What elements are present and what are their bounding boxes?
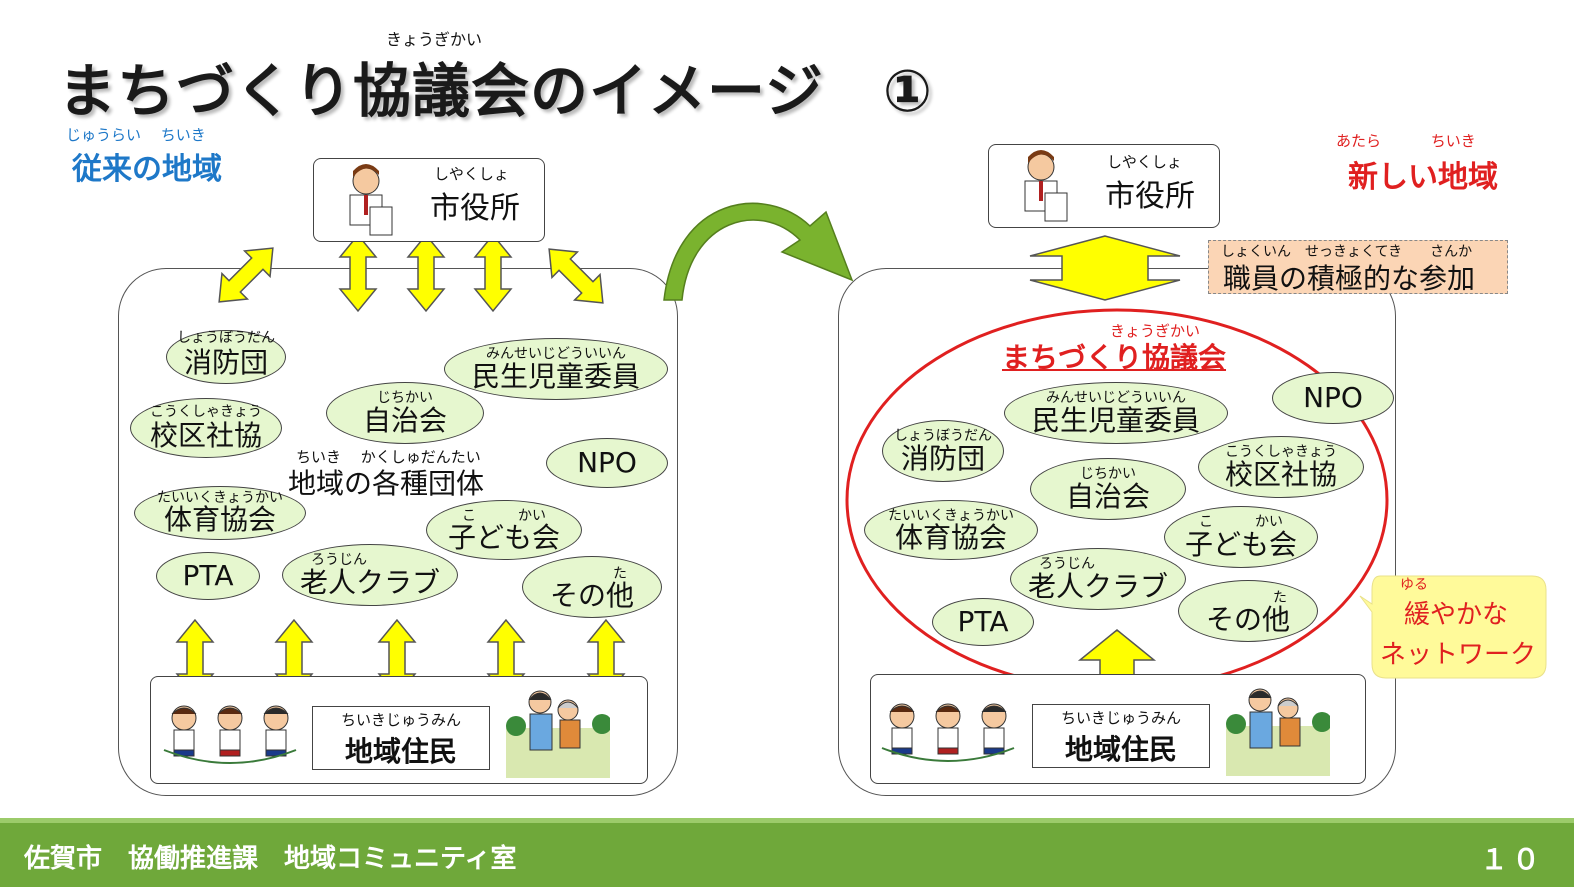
- left-label-ruby: じゅうらい ちいき: [66, 126, 206, 144]
- org-label: 消防団: [900, 442, 985, 475]
- org-ruby: たいいくきょうかい: [888, 508, 1014, 524]
- org-jichikai: じちかい 自治会: [326, 382, 484, 444]
- org-ruby: じちかい: [377, 390, 433, 406]
- org-ruby: しょうぼうだん: [177, 330, 275, 346]
- left-label: 従来の地域: [72, 152, 222, 187]
- residents-label: 地域住民: [1064, 733, 1177, 766]
- org-sonota: た その他: [1178, 580, 1318, 642]
- residents-ruby: ちいきじゅうみん: [340, 711, 461, 729]
- org-label: 子ども会: [1184, 528, 1297, 561]
- children-icon: [163, 705, 297, 764]
- network-label-2: ネットワーク: [1380, 640, 1537, 670]
- org-label: PTA: [957, 605, 1009, 638]
- org-ruby: じちかい: [1080, 466, 1136, 482]
- org-taiiku: たいいくきょうかい 体育協会: [134, 486, 306, 540]
- org-label: 子ども会: [447, 521, 560, 554]
- org-npo: NPO: [1272, 372, 1394, 424]
- org-shobodan: しょうぼうだん 消防団: [882, 420, 1004, 482]
- footer-org: 佐賀市 協働推進課 地域コミュニティ室: [24, 844, 517, 874]
- org-ruby: ろうじん: [1039, 556, 1095, 572]
- org-kouku: こうくしゃきょう 校区社協: [130, 398, 282, 458]
- elderly-caregiver-icon: [506, 690, 610, 778]
- org-label: 老人クラブ: [299, 566, 440, 599]
- org-ruby: たいいくきょうかい: [157, 490, 283, 506]
- residents-ruby: ちいきじゅうみん: [1060, 709, 1181, 727]
- double-arrow-icon: [407, 234, 445, 312]
- org-label: 自治会: [362, 404, 447, 437]
- center-label: 地域の各種団体: [288, 467, 485, 500]
- org-label: 体育協会: [163, 503, 276, 536]
- org-label: 消防団: [183, 346, 268, 379]
- right-residents-label-box: ちいきじゅうみん 地域住民: [1032, 704, 1210, 768]
- org-label: 民生児童委員: [1031, 404, 1200, 437]
- right-city-hall-ruby: しやくしょ: [1107, 153, 1182, 171]
- page-number: １０: [1479, 843, 1544, 876]
- org-roujin: ろうじん 老人クラブ: [1010, 548, 1186, 610]
- right-label: 新しい地域: [1348, 160, 1498, 195]
- org-npo: NPO: [546, 438, 668, 488]
- staff-participation-label: 職員の積極的な参加: [1223, 262, 1476, 295]
- network-ruby: ゆる: [1400, 577, 1428, 593]
- org-label: 民生児童委員: [471, 360, 640, 393]
- org-ruby: みんせいじどういいん: [486, 346, 626, 362]
- org-ruby: こうくしゃきょう: [150, 404, 262, 420]
- org-pta: PTA: [156, 552, 260, 600]
- elderly-caregiver-icon: [1226, 688, 1330, 776]
- org-ruby: た: [1273, 590, 1287, 606]
- org-pta: PTA: [932, 598, 1034, 646]
- org-label: 老人クラブ: [1027, 570, 1168, 603]
- double-arrow-icon: [535, 235, 617, 317]
- org-kodomo: こ かい 子ども会: [1164, 506, 1318, 568]
- org-ruby: た: [613, 566, 627, 582]
- org-label: その他: [549, 579, 634, 612]
- left-residents-label-box: ちいきじゅうみん 地域住民: [312, 706, 490, 770]
- org-label: NPO: [577, 446, 637, 479]
- staff-participation-ruby: しょくいん せっきょくてき さんか: [1221, 244, 1473, 260]
- org-label: 体育協会: [894, 521, 1007, 554]
- residents-label: 地域住民: [344, 735, 457, 768]
- left-city-hall-ruby: しやくしょ: [434, 165, 509, 183]
- org-sonota: た その他: [522, 556, 662, 618]
- city-staff-icon: [1024, 150, 1068, 222]
- org-label: 自治会: [1065, 480, 1150, 513]
- double-arrow-icon: [474, 234, 512, 312]
- org-ruby: ろうじん: [311, 552, 367, 568]
- org-shobodan: しょうぼうだん 消防団: [166, 330, 286, 384]
- org-label: その他: [1205, 603, 1290, 636]
- right-city-hall-box: しやくしょ 市役所: [988, 144, 1220, 228]
- staff-participation-box: しょくいん せっきょくてき さんか 職員の積極的な参加: [1208, 240, 1508, 295]
- network-label-1: 緩やかな: [1404, 600, 1509, 630]
- org-label: PTA: [182, 559, 234, 592]
- org-ruby: こ かい: [1199, 514, 1283, 530]
- org-jichikai: じちかい 自治会: [1030, 458, 1186, 520]
- title-ruby: きょうぎかい: [386, 30, 483, 49]
- org-ruby: みんせいじどういいん: [1046, 390, 1186, 406]
- children-icon: [881, 703, 1015, 762]
- city-staff-icon: [349, 164, 393, 236]
- double-arrow-icon: [339, 234, 377, 312]
- org-kouku: こうくしゃきょう 校区社協: [1198, 436, 1364, 498]
- footer-bar: [0, 818, 1574, 887]
- right-label-ruby: あたら ちいき: [1336, 132, 1476, 150]
- org-taiiku: たいいくきょうかい 体育協会: [864, 500, 1038, 560]
- left-city-hall-label: 市役所: [430, 191, 520, 226]
- org-ruby: しょうぼうだん: [894, 428, 992, 444]
- org-kodomo: こ かい 子ども会: [426, 500, 582, 560]
- org-minsei: みんせいじどういいん 民生児童委員: [444, 338, 668, 400]
- org-roujin: ろうじん 老人クラブ: [282, 544, 458, 606]
- right-city-hall-label: 市役所: [1105, 179, 1195, 214]
- council-ruby: きょうぎかい: [1110, 322, 1201, 340]
- org-ruby: こ かい: [462, 508, 546, 524]
- org-label: NPO: [1303, 381, 1363, 414]
- double-arrow-icon: [205, 234, 287, 316]
- page-title: まちづくり協議会のイメージ ①: [58, 57, 933, 125]
- org-label: 校区社協: [149, 419, 262, 452]
- org-ruby: こうくしゃきょう: [1225, 444, 1337, 460]
- left-city-hall-box: しやくしょ 市役所: [313, 158, 545, 242]
- council-label: まちづくり協議会: [1002, 341, 1227, 374]
- org-minsei: みんせいじどういいん 民生児童委員: [1004, 382, 1228, 444]
- org-label: 校区社協: [1224, 458, 1337, 491]
- center-label-ruby: ちいき かくしゅだんたい: [296, 448, 481, 466]
